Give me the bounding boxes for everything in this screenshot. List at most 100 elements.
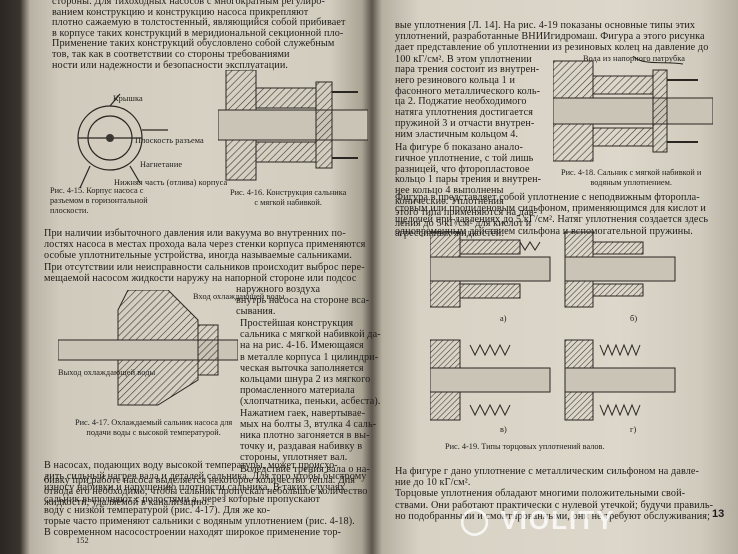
fig18-caption-line: Рис. 4-18. Сальник с мягкой набивкой и <box>561 168 702 177</box>
text-line: сальника с мягкой набивкой да- <box>240 329 381 341</box>
text-line: износу набивки и нарушению плотности сал… <box>44 482 345 494</box>
text-line: пружиной 3 и отчасти внутрен- <box>395 118 535 129</box>
figure-4-18: Вода из напорного патрубка <box>553 54 713 168</box>
fig15-label-lower-part: Нижняя часть (отлива) корпуса <box>114 178 228 187</box>
text-line: мых на болты 3, втулка 4 саль- <box>240 418 377 430</box>
left-page: стороны. Для тихоходных насосов с многок… <box>40 0 381 554</box>
text-line: кольцами шнура 2 из мягкого <box>240 374 371 385</box>
text-line: гичное уплотнение, с той лишь <box>395 152 534 164</box>
text-line: (хлопчатника, пеньки, асбеста). <box>240 396 381 408</box>
text-line: Фигура в представляет собой уплотнение с… <box>395 192 700 203</box>
text-line: наружного воздуха <box>236 284 321 295</box>
text-line: ности или надежности и безопасности эксп… <box>52 59 289 71</box>
fig15-label-discharge: Нагнетание <box>140 160 183 169</box>
text-line: бивку при работе насоса выделяется некот… <box>44 474 356 486</box>
fig18-caption: Рис. 4-18. Сальник с мягкой набивкой и в… <box>561 168 701 188</box>
text-line: уплотнений, разработанные ВНИИгидромаш. … <box>395 31 705 43</box>
text-line: ца 2. Поджатие необходимого <box>395 96 527 108</box>
fig19-sublabel-g: г) <box>630 425 637 434</box>
fig15-caption-line: Рис. 4-15. Корпус насоса с <box>50 186 144 195</box>
text-line: стороны. Для тихоходных насосов с многок… <box>52 0 325 7</box>
text-line: При отсутствии или неисправности сальник… <box>44 261 365 273</box>
text-line: в корпусе таких конструкций в меридионал… <box>52 27 344 39</box>
text-line: торые часто применяют сальники с водяным… <box>44 516 355 527</box>
text-line: особые уплотнительные устройства, иногда… <box>44 250 352 262</box>
text-line: ческая выточка заполняется <box>240 362 364 374</box>
watermark-text: VIOLITY <box>500 505 616 535</box>
fig15-label-cover: Крышка <box>113 94 143 103</box>
fig19-sublabel-v: в) <box>500 425 507 434</box>
text-line: этого типа применяются на дав- <box>395 206 538 218</box>
fig16-caption-line: с мягкой набивкой. <box>254 198 322 207</box>
figure-4-16 <box>218 70 368 185</box>
text-line: фасонного металлического коль- <box>395 85 541 97</box>
fig15-caption-line: плоскости. <box>50 206 89 215</box>
fig16-caption: Рис. 4-16. Конструкция сальника с мягкой… <box>230 188 346 208</box>
text-line: пара трения состоит из внутрен- <box>395 64 540 75</box>
fig17-caption-line: подачи воды с высокой температурой. <box>86 428 221 437</box>
fig18-label-water: Вода из напорного патрубка <box>583 54 686 63</box>
text-line: ним эластичным кольцом 4. <box>395 128 519 140</box>
text-line: ствами. Они работают практически с нулев… <box>395 499 714 511</box>
text-line: Применение таких конструкций обусловлено… <box>52 38 335 50</box>
right-page-corner-number: 13 <box>712 508 725 520</box>
text-line: При наличии избыточного давления или вак… <box>44 228 346 239</box>
text-line: дить сильный нагрев вала и деталей сальн… <box>44 471 367 483</box>
text-line: кольцо 1 пары трения и внутрен- <box>395 174 542 186</box>
text-line: разницей, что фторопластовое <box>395 163 530 175</box>
text-line: жидкости, удаляемой в канализацию. <box>44 497 210 509</box>
text-line: но подобранными и смонтированными, они н… <box>395 510 711 522</box>
watermark-circle-icon: ◯ <box>460 505 501 535</box>
figure-4-19: а) б) в) г) <box>430 222 680 437</box>
fig15-caption: Рис. 4-15. Корпус насоса с разъемом в го… <box>50 186 148 216</box>
fig17-label-water-out: Выход охлаждающей воды <box>58 368 156 377</box>
fig17-caption: Рис. 4-17. Охлаждаемый сальник насоса дл… <box>75 418 232 438</box>
text-line: В насосах, подающих воду высокой темпера… <box>44 460 338 471</box>
text-line: одновременным действием сильфона и вспом… <box>395 225 693 237</box>
text-line: тов, так как в соответствии со стороны т… <box>52 49 290 60</box>
fig16-caption-line: Рис. 4-16. Конструкция сальника <box>230 188 347 197</box>
figure-4-15: Крышка Плоскость разъема Нагнетание Нижн… <box>50 88 227 198</box>
text-line: ние до 10 кГ/см². <box>395 477 471 489</box>
text-line: В современном насосостроении находят шир… <box>44 527 342 539</box>
text-line: в металле корпуса 1 цилиндри- <box>240 351 379 363</box>
text-line: сальник выполняют с полостями а, через к… <box>44 493 321 505</box>
text-line: На фигуре б показано анало- <box>395 142 523 153</box>
text-line: щелочей при давлениях до 5 кГ/см². Натяг… <box>395 214 709 226</box>
text-line: воду с низкой температурой (рис. 4-17). … <box>44 504 271 516</box>
text-line: дает представление об уплотнении из рези… <box>395 42 709 54</box>
text-line: 100 кГ/см². В этом уплотнении <box>395 53 532 65</box>
text-line: ванием конструкцию и конструкцию насоса … <box>52 6 309 18</box>
text-line: Торцовые уплотнения обладают многими пол… <box>395 488 686 500</box>
text-line: на на рис. 4-16. Имеющаяся <box>240 340 364 352</box>
text-line: плотно сажаемую в толстостенный, являющи… <box>52 17 346 29</box>
text-line: промасленного материала <box>240 385 355 397</box>
text-line: сывания. <box>236 306 276 318</box>
text-line: Нажатием гаек, навертывае- <box>240 407 366 419</box>
text-line: Вследствие трения вала о на- <box>240 463 370 475</box>
page-number-left: 152 <box>76 536 89 545</box>
fig17-caption-line: Рис. 4-17. Охлаждаемый сальник насоса дл… <box>75 418 233 427</box>
watermark-logo: ◯ VIOLITY <box>460 505 615 536</box>
fig17-label-water-in: Вход охлаждающей воды <box>193 292 285 301</box>
text-line: точку и, раздавая набивку в <box>240 441 363 453</box>
text-line: ника плотно загоняется в вы- <box>240 430 370 441</box>
text-line: Простейшая конструкция <box>240 318 354 329</box>
text-line: лостях насоса в местах прохода вала чере… <box>44 239 366 251</box>
fig19-caption: Рис. 4-19. Типы торцовых уплотнений вало… <box>445 442 605 451</box>
fig18-caption-line: водяным уплотнением. <box>590 178 672 187</box>
text-line: натяга уплотнения достигается <box>395 107 533 119</box>
fig15-label-plane: Плоскость разъема <box>135 136 204 145</box>
text-line: отвода его необходимо, чтобы сальник про… <box>44 486 368 497</box>
text-line: внутрь насоса на стороне вса- <box>236 295 370 307</box>
right-page: вые уплотнения [Л. 14]. На рис. 4-19 пок… <box>385 0 725 554</box>
text-line: вые уплотнения [Л. 14]. На рис. 4-19 пок… <box>395 20 696 31</box>
text-line: стовым или пропиленовым сильфоном, приме… <box>395 203 706 215</box>
fig19-sublabel-a: а) <box>500 314 507 323</box>
text-line: конические. Уплотнения <box>395 196 504 207</box>
fig19-sublabel-b: б) <box>630 314 638 323</box>
text-line: стороны, уплотняет вал. <box>240 452 348 464</box>
text-line: мещаемой насосом жидкости наружу на напо… <box>44 272 357 284</box>
fig15-caption-line: разъемом в горизонтальной <box>50 196 148 205</box>
